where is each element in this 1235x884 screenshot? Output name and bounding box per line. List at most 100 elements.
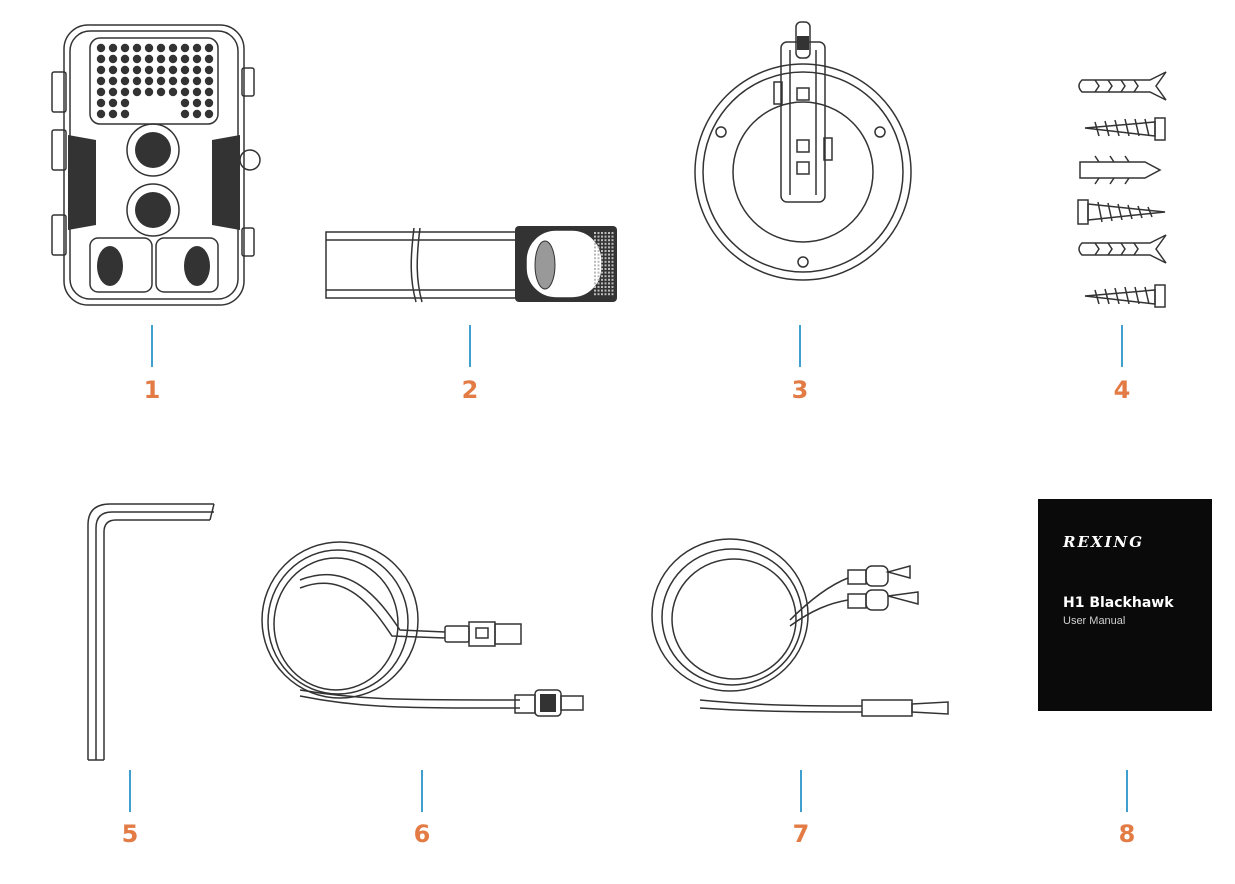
strap-texture-dot xyxy=(611,260,614,263)
led-dot xyxy=(192,54,202,64)
led-dot xyxy=(108,87,118,97)
led-dot xyxy=(204,109,214,119)
manual-title: H1 Blackhawk xyxy=(1063,595,1174,611)
strap-texture-dot xyxy=(594,235,596,238)
led-dot xyxy=(204,87,214,97)
strap-texture-dot xyxy=(601,257,603,260)
strap-texture-dot xyxy=(597,257,600,260)
strap-texture-dot xyxy=(594,271,596,274)
strap-texture-dot xyxy=(601,242,603,245)
leader-line-4 xyxy=(1121,325,1123,367)
led-dot xyxy=(204,76,214,86)
led-dot xyxy=(108,109,118,119)
led-dot xyxy=(180,76,190,86)
leader-line-5 xyxy=(129,770,131,812)
user-manual: REXING H1 Blackhawk User Manual xyxy=(1038,499,1212,711)
led-dot xyxy=(120,43,130,53)
led-dot xyxy=(108,43,118,53)
led-dot xyxy=(192,43,202,53)
led-dot xyxy=(156,54,166,64)
strap-texture-dot xyxy=(601,235,603,238)
strap-texture-dot xyxy=(597,242,600,245)
strap-texture-dot xyxy=(594,232,596,234)
led-dot xyxy=(168,65,178,75)
strap-texture-dot xyxy=(604,271,607,274)
strap-texture-dot xyxy=(611,286,614,288)
strap-texture-dot xyxy=(597,275,600,278)
led-dot xyxy=(120,76,130,86)
strap-texture-dot xyxy=(597,289,600,292)
strap-texture-dot xyxy=(604,242,607,245)
item-number-3: 3 xyxy=(791,376,809,404)
strap-texture-dot xyxy=(594,260,596,263)
item-number-7: 7 xyxy=(792,820,810,848)
strap-texture-dot xyxy=(608,293,610,296)
strap-texture-dot xyxy=(611,264,614,267)
led-dot xyxy=(192,87,202,97)
strap-texture-dot xyxy=(611,282,614,285)
led-dot xyxy=(96,43,106,53)
strap-texture-dot xyxy=(594,275,596,278)
strap-texture-dot xyxy=(597,268,600,270)
strap-texture-dot xyxy=(611,250,614,252)
led-dot xyxy=(204,54,214,64)
strap-texture-dot xyxy=(608,242,610,245)
strap-texture-dot xyxy=(608,278,610,281)
led-dot xyxy=(132,65,142,75)
strap-texture-dot xyxy=(594,253,596,256)
strap-texture-dot xyxy=(594,257,596,260)
led-dot xyxy=(96,98,106,108)
strap-texture-dot xyxy=(597,250,600,252)
strap-texture-dot xyxy=(608,232,610,234)
strap-texture-dot xyxy=(608,253,610,256)
led-dot xyxy=(204,65,214,75)
strap-texture-dot xyxy=(611,268,614,270)
led-dot xyxy=(144,54,154,64)
led-dot xyxy=(132,76,142,86)
item-number-8: 8 xyxy=(1118,820,1136,848)
strap-texture-dot xyxy=(601,268,603,270)
strap-texture-dot xyxy=(608,239,610,242)
strap-texture-dot xyxy=(594,293,596,296)
strap-texture-dot xyxy=(597,264,600,267)
strap-texture-dot xyxy=(604,278,607,281)
led-dot xyxy=(120,109,130,119)
manual-subtitle: User Manual xyxy=(1063,615,1126,627)
strap-texture-dot xyxy=(608,246,610,249)
led-dot xyxy=(168,54,178,64)
strap-texture-dot xyxy=(604,232,607,234)
item-number-4: 4 xyxy=(1113,376,1131,404)
strap-texture-dot xyxy=(597,293,600,296)
led-dot xyxy=(204,43,214,53)
item-number-6: 6 xyxy=(413,820,431,848)
strap-texture-dot xyxy=(597,232,600,234)
strap-texture-dot xyxy=(611,293,614,296)
led-dot xyxy=(168,87,178,97)
led-dot xyxy=(192,98,202,108)
strap-texture-dot xyxy=(597,260,600,263)
strap-texture-dot xyxy=(601,271,603,274)
strap-texture-dot xyxy=(597,239,600,242)
led-dot xyxy=(96,65,106,75)
leader-line-6 xyxy=(421,770,423,812)
strap-texture-dot xyxy=(604,275,607,278)
led-dot xyxy=(96,87,106,97)
strap-texture-dot xyxy=(608,282,610,285)
led-dot xyxy=(96,76,106,86)
item-number-5: 5 xyxy=(121,820,139,848)
led-dot xyxy=(108,54,118,64)
item-number-1: 1 xyxy=(143,376,161,404)
strap-texture-dot xyxy=(608,271,610,274)
strap-texture-dot xyxy=(594,278,596,281)
led-dot xyxy=(192,76,202,86)
led-dot xyxy=(156,76,166,86)
leader-line-7 xyxy=(800,770,802,812)
led-dot xyxy=(204,98,214,108)
strap-texture-dot xyxy=(604,282,607,285)
led-dot xyxy=(180,65,190,75)
strap-texture-dot xyxy=(604,257,607,260)
led-dot xyxy=(144,43,154,53)
led-dot xyxy=(108,65,118,75)
